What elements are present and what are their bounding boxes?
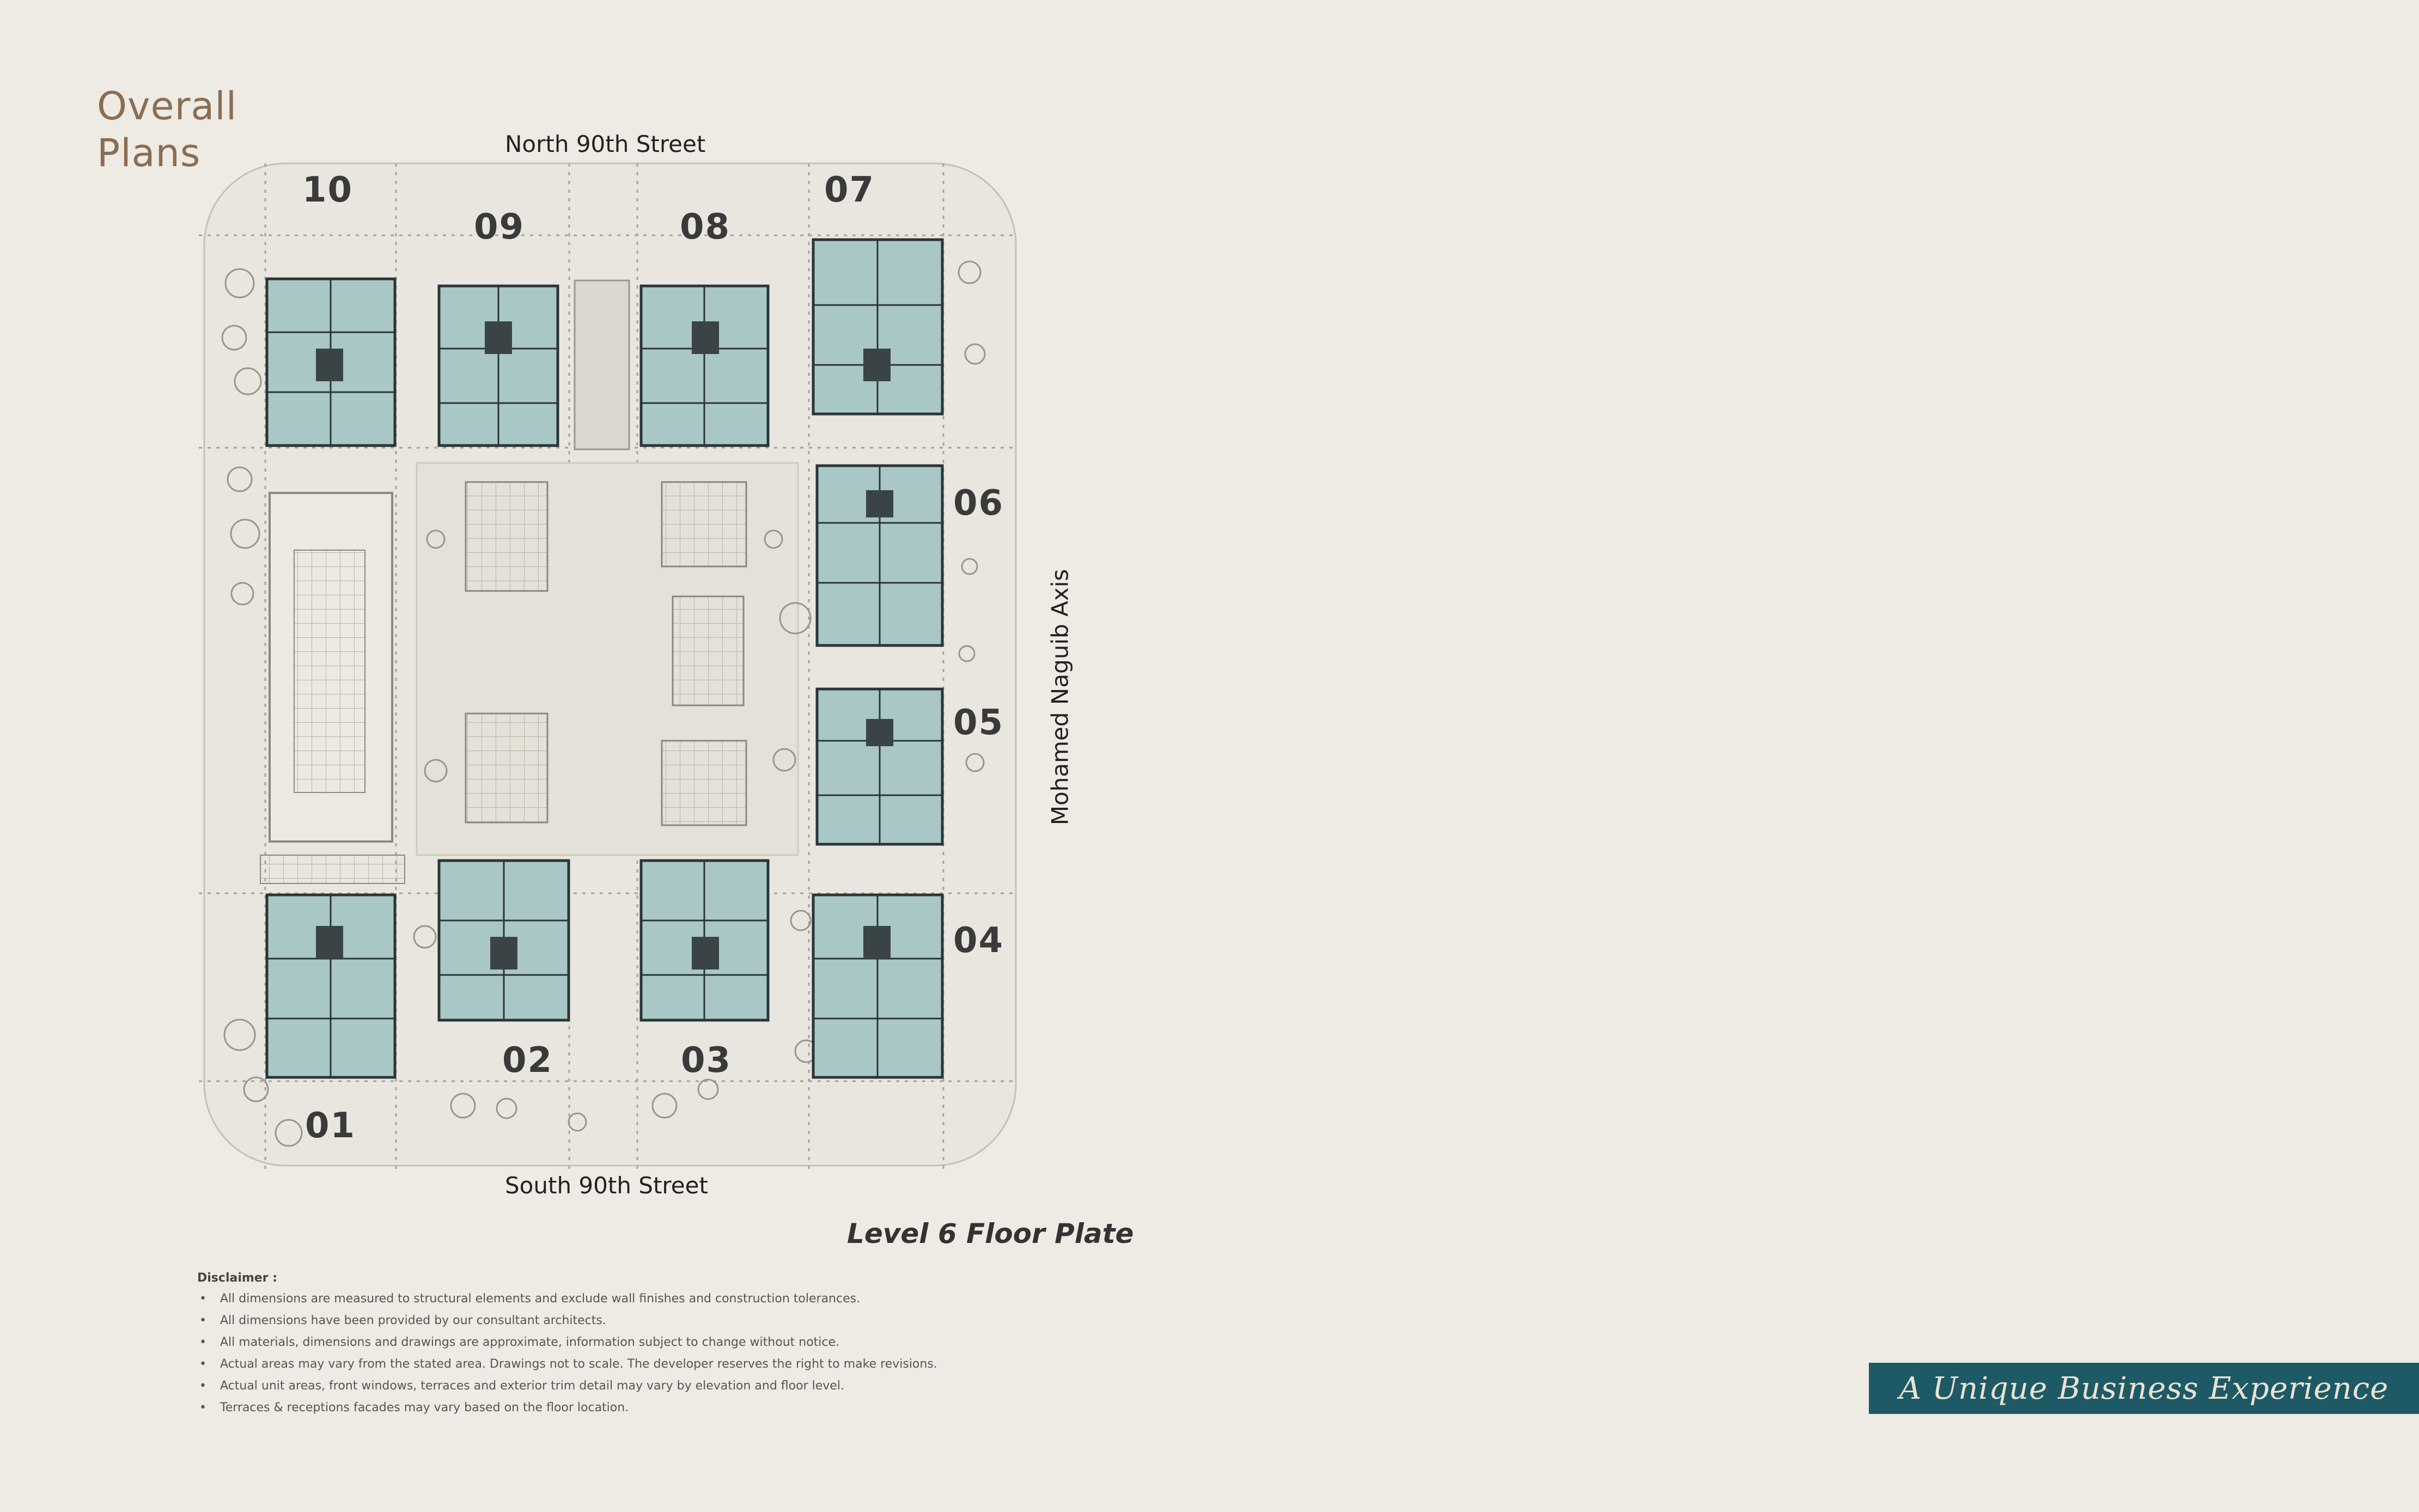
west-pavilion-canopy (260, 855, 405, 884)
disclaimer-item: Terraces & receptions facades may vary b… (197, 1401, 1123, 1415)
building-number-08: 08 (680, 207, 731, 247)
east-axis-label: Mohamed Naguib Axis (1046, 569, 1074, 826)
page-title-line2: Plans (97, 131, 201, 175)
floor-plate-title: Level 6 Floor Plate (847, 1218, 1134, 1249)
building-cores (316, 321, 893, 970)
building-number-09: 09 (474, 207, 525, 247)
west-pavilion-roof (294, 550, 365, 793)
disclaimer: Disclaimer : All dimensions are measured… (197, 1271, 1123, 1423)
disclaimer-item: All dimensions have been provided by our… (197, 1314, 1123, 1328)
disclaimer-item: All materials, dimensions and drawings a… (197, 1336, 1123, 1350)
disclaimer-heading: Disclaimer : (197, 1271, 278, 1285)
page-title: Overall Plans (97, 83, 237, 176)
north-court (574, 279, 630, 450)
building-number-01: 01 (305, 1106, 356, 1146)
building-number-06: 06 (953, 483, 1004, 523)
building-number-07: 07 (824, 170, 875, 210)
building-number-10: 10 (302, 170, 354, 210)
disclaimer-list: All dimensions are measured to structura… (197, 1292, 1123, 1415)
tagline-banner: A Unique Business Experience (1869, 1363, 2419, 1414)
disclaimer-item: All dimensions are measured to structura… (197, 1292, 1123, 1306)
page-title-line1: Overall (97, 84, 237, 129)
tagline-text: A Unique Business Experience (1899, 1370, 2389, 1406)
disclaimer-item: Actual areas may vary from the stated ar… (197, 1358, 1123, 1371)
south-street-label: South 90th Street (505, 1172, 708, 1199)
building-number-05: 05 (953, 703, 1004, 743)
building-number-02: 02 (502, 1040, 553, 1081)
building-number-03: 03 (681, 1040, 732, 1081)
plaza-pavilions (465, 481, 747, 826)
building-number-04: 04 (953, 920, 1004, 961)
disclaimer-item: Actual unit areas, front windows, terrac… (197, 1380, 1123, 1393)
north-street-label: North 90th Street (505, 131, 706, 157)
